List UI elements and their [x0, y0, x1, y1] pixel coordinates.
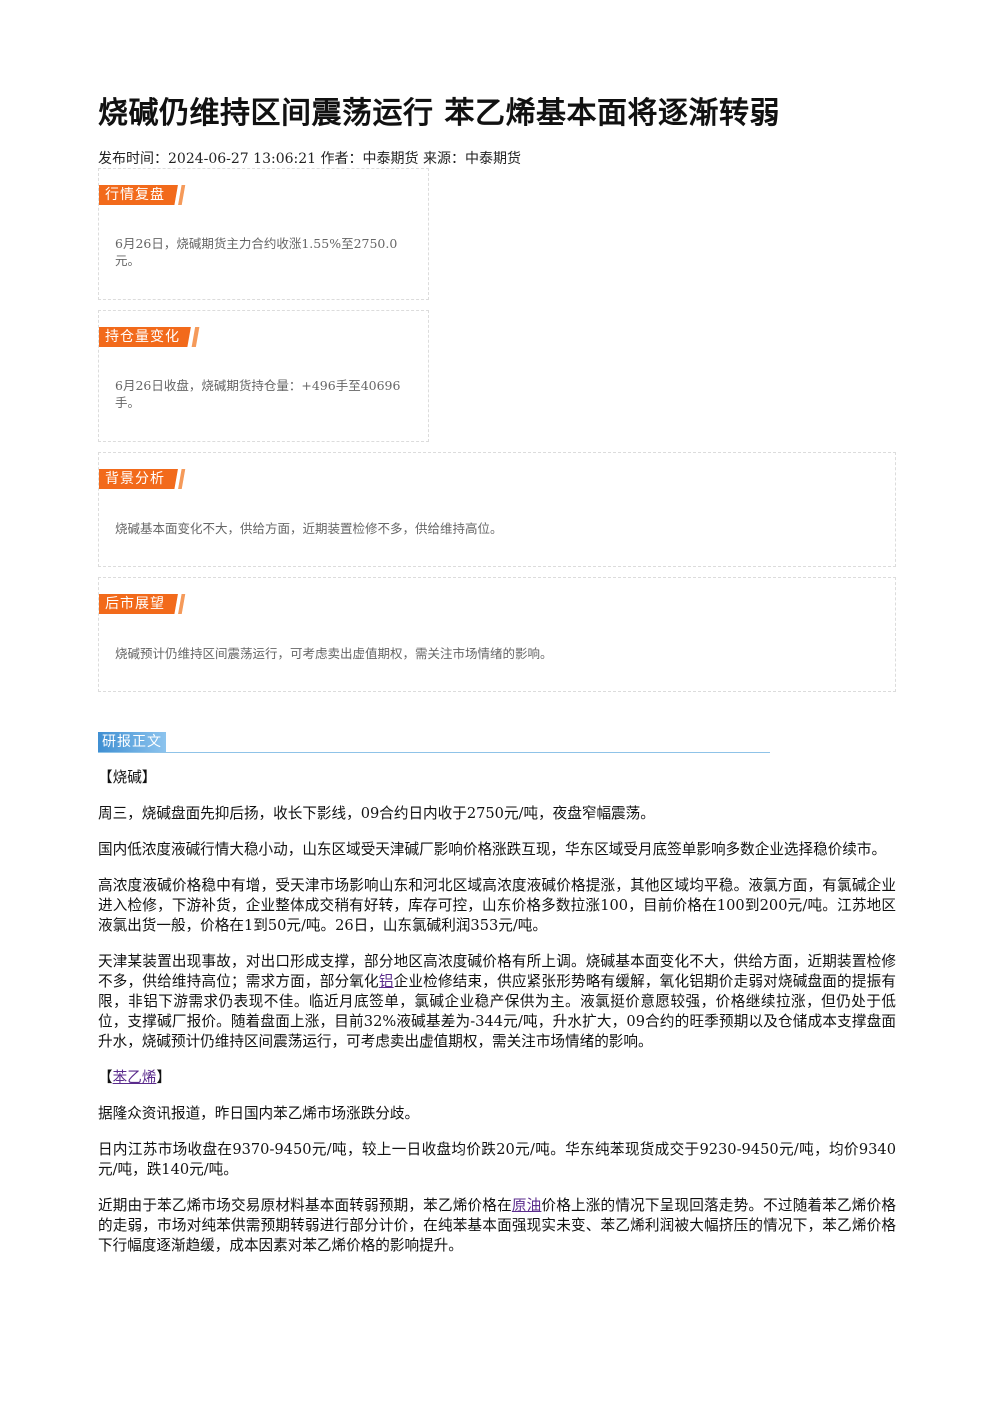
paragraph-4-part-b: 企业检修结束，供应紧张形势略有缓解，氧化铝期价走弱对烧碱盘面的提振有限，非铝下游… [98, 973, 896, 1050]
paragraph-3: 高浓度液碱价格稳中有增，受天津市场影响山东和河北区域高浓度液碱价格提涨，其他区域… [98, 877, 896, 934]
paragraph-4-part-a: 天津某装置出现事故，对出口形成支撑，部分地区高浓度碱价格有所上调。烧碱基本面变化… [98, 953, 896, 990]
position-change-tag: 持仓量变化 [99, 327, 202, 347]
styrene-heading: 【苯乙烯】 [98, 1068, 896, 1088]
position-change-text: 6月26日收盘，烧碱期货持仓量：+496手至40696手。 [115, 378, 401, 410]
report-tag: 研报正文 [98, 732, 166, 752]
paragraph-1: 周三，烧碱盘面先抑后扬，收长下影线，09合约日内收于2750元/吨，夜盘窄幅震荡… [98, 805, 655, 822]
styrene-bracket-open: 【 [98, 1069, 113, 1086]
paragraph-7: 近期由于苯乙烯市场交易原材料基本面转弱预期，苯乙烯价格在原油价格上涨的情况下呈现… [98, 1196, 896, 1256]
outlook-tag: 后市展望 [99, 594, 187, 614]
background-text: 烧碱基本面变化不大，供给方面，近期装置检修不多，供给维持高位。 [115, 521, 503, 536]
report-body: 【烧碱】 周三，烧碱盘面先抑后扬，收长下影线，09合约日内收于2750元/吨，夜… [98, 768, 896, 1272]
outlook-card: 后市展望 烧碱预计仍维持区间震荡运行，可考虑卖出虚值期权，需关注市场情绪的影响。 [98, 577, 896, 692]
outlook-text: 烧碱预计仍维持区间震荡运行，可考虑卖出虚值期权，需关注市场情绪的影响。 [115, 646, 553, 661]
paragraph-7-part-b: 价格上涨的情况下呈现回落走势。不过随着苯乙烯价格的走弱，市场对纯苯供需预期转弱进… [98, 1197, 896, 1254]
report-header: 研报正文 [98, 732, 770, 753]
article-meta: 发布时间：2024-06-27 13:06:21 作者：中泰期货 来源：中泰期货 [98, 151, 521, 167]
paragraph-4: 天津某装置出现事故，对出口形成支撑，部分地区高浓度碱价格有所上调。烧碱基本面变化… [98, 952, 896, 1052]
paragraph-7-part-a: 近期由于苯乙烯市场交易原材料基本面转弱预期，苯乙烯价格在 [98, 1197, 512, 1214]
paragraph-5: 据隆众资讯报道，昨日国内苯乙烯市场涨跌分歧。 [98, 1105, 420, 1122]
position-change-card: 持仓量变化 6月26日收盘，烧碱期货持仓量：+496手至40696手。 [98, 310, 429, 442]
background-tag: 背景分析 [99, 469, 187, 489]
background-card: 背景分析 烧碱基本面变化不大，供给方面，近期装置检修不多，供给维持高位。 [98, 452, 896, 567]
caustic-heading: 【烧碱】 [98, 769, 157, 786]
market-review-tag: 行情复盘 [99, 185, 187, 205]
styrene-bracket-close: 】 [156, 1069, 172, 1086]
market-review-text: 6月26日，烧碱期货主力合约收涨1.55%至2750.0元。 [115, 236, 398, 268]
paragraph-2: 国内低浓度液碱行情大稳小动，山东区域受天津碱厂影响价格涨跌互现，华东区域受月底签… [98, 841, 887, 858]
article-title: 烧碱仍维持区间震荡运行 苯乙烯基本面将逐渐转弱 [98, 96, 780, 131]
aluminum-link[interactable]: 铝 [378, 973, 394, 990]
styrene-link[interactable]: 苯乙烯 [112, 1069, 157, 1086]
crude-oil-link[interactable]: 原油 [511, 1197, 542, 1214]
market-review-card: 行情复盘 6月26日，烧碱期货主力合约收涨1.55%至2750.0元。 [98, 168, 429, 300]
paragraph-6: 日内江苏市场收盘在9370-9450元/吨，较上一日收盘均价跌20元/吨。华东纯… [98, 1141, 896, 1178]
